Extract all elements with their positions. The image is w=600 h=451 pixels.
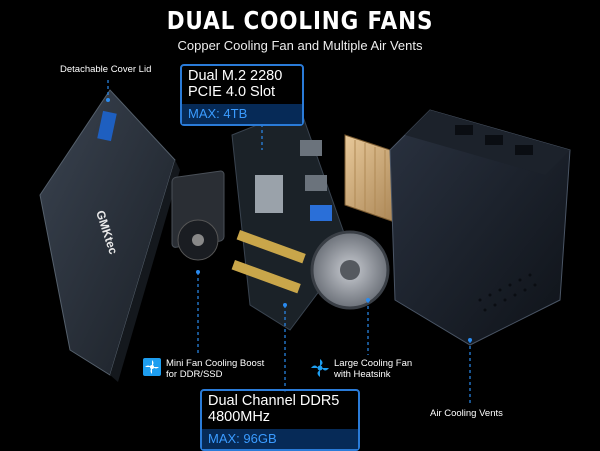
m2-line1: Dual M.2 2280 xyxy=(188,68,283,84)
ddr-line2: 4800MHz xyxy=(208,409,271,425)
usb-port xyxy=(310,205,332,221)
ddr-line1: Dual Channel DDR5 xyxy=(208,393,340,409)
ram-slot xyxy=(231,260,301,294)
cpu-chip xyxy=(255,175,283,213)
mini-fan-label-line2: for DDR/SSD xyxy=(166,369,223,380)
leader-lines xyxy=(107,80,471,405)
air-vents-label: Air Cooling Vents xyxy=(430,408,503,419)
cover-lid xyxy=(39,89,180,382)
ddr-callout: Dual Channel DDR5 4800MHz MAX: 96GB xyxy=(200,389,360,451)
cover-lid-label: Detachable Cover Lid xyxy=(60,64,152,75)
ddr-max: MAX: 96GB xyxy=(202,429,358,449)
large-fan-label-line1: Large Cooling Fan xyxy=(334,358,413,369)
large-fan-label-line2: with Heatsink xyxy=(334,369,391,380)
mini-fan xyxy=(171,170,225,261)
m2-max: MAX: 4TB xyxy=(182,104,302,124)
chassis xyxy=(389,109,571,346)
page-subtitle: Copper Cooling Fan and Multiple Air Vent… xyxy=(177,38,423,53)
m2-line2: PCIE 4.0 Slot xyxy=(188,84,276,100)
page-title: DUAL COOLING FANS xyxy=(166,6,434,35)
mini-fan-icon xyxy=(143,358,161,376)
mini-fan-label-line1: Mini Fan Cooling Boost xyxy=(166,358,265,369)
port xyxy=(300,140,322,156)
m2-callout: Dual M.2 2280 PCIE 4.0 Slot MAX: 4TB xyxy=(180,64,304,126)
ram-slot xyxy=(236,229,306,264)
large-fan-icon xyxy=(310,358,330,378)
sticker-badge xyxy=(97,110,117,142)
mini-fan-label: Mini Fan Cooling Boost for DDR/SSD xyxy=(166,358,264,380)
port xyxy=(305,175,327,191)
large-fan-label: Large Cooling Fan with Heatsink xyxy=(334,358,412,380)
